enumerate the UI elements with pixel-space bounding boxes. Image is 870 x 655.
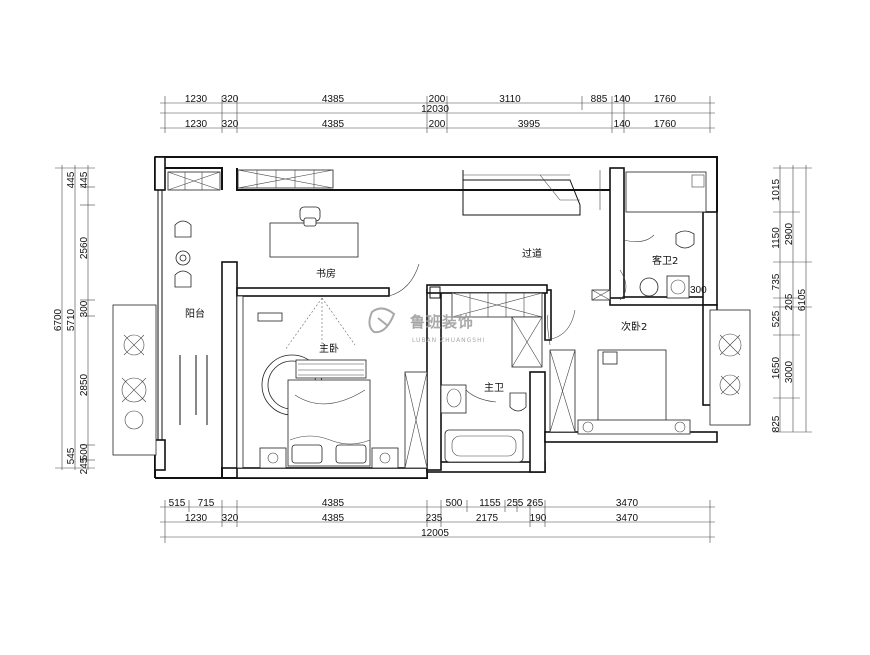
guest-toilet — [675, 230, 695, 249]
label-master-bed: 主卧 — [319, 342, 339, 355]
bot2-dim-1: 1230 — [185, 513, 208, 524]
label-study: 书房 — [316, 267, 336, 280]
watermark-brand: 鲁班装饰 — [410, 313, 474, 331]
lounge-chair-1 — [174, 220, 192, 238]
nightstand-right — [371, 447, 399, 469]
bottom-dimensions: 515 715 4385 500 1155 255 265 3470 1230 … — [160, 498, 715, 543]
bench — [295, 359, 367, 379]
left-500: 500 — [79, 443, 90, 460]
right-planter — [709, 309, 751, 426]
right-1150: 1150 — [771, 227, 782, 249]
right-1650: 1650 — [771, 356, 782, 379]
bot2-dim-4: 235 — [426, 513, 443, 524]
lounge-chair-2 — [174, 270, 192, 288]
bot2-dim-2: 320 — [222, 513, 239, 524]
bot-dim-4: 500 — [446, 498, 463, 509]
second-bedroom — [547, 314, 691, 435]
dresser — [257, 312, 283, 322]
left-445b: 445 — [79, 171, 90, 188]
top-dim-2: 320 — [222, 94, 239, 105]
bot-dim-3: 4385 — [322, 498, 345, 509]
brand-logo-icon — [368, 307, 396, 334]
left-300: 300 — [79, 300, 90, 317]
right-3000: 3000 — [784, 360, 795, 383]
left-planter — [112, 304, 157, 456]
right-1015: 1015 — [771, 178, 782, 201]
top-dim-7: 140 — [614, 94, 631, 105]
label-second-bed: 次卧2 — [621, 320, 647, 333]
guest-bath — [591, 171, 707, 301]
washer — [666, 275, 690, 299]
right-205: 205 — [784, 293, 795, 310]
top-dim-1: 1230 — [185, 94, 208, 105]
top-dimensions: 1230 320 4385 200 3110 885 140 1760 1203… — [160, 94, 715, 133]
master-toilet — [509, 392, 527, 412]
top2-dim-5: 3995 — [518, 119, 541, 130]
guest-basin — [639, 277, 659, 297]
right-525: 525 — [771, 310, 782, 327]
top-dim-5: 3110 — [499, 94, 521, 105]
right-dimensions: 1015 1150 735 525 1650 825 2900 205 3000… — [771, 165, 812, 432]
label-corridor: 过道 — [522, 247, 542, 260]
shower — [625, 171, 707, 213]
bot-dim-5: 1155 — [479, 498, 501, 509]
left-445a: 445 — [66, 171, 77, 188]
top2-dim-3: 4385 — [322, 119, 345, 130]
left-245: 245 — [79, 457, 90, 474]
left-dimensions: 6700 5710 445 445 2560 300 2850 545 500 … — [53, 165, 95, 474]
top2-dim-2: 320 — [222, 119, 239, 130]
wardrobe-line — [236, 295, 244, 469]
bot-dim-6: 255 — [507, 498, 524, 509]
bot-dim-1: 515 — [169, 498, 186, 509]
bot2-dim-3: 4385 — [322, 513, 345, 524]
top-total: 12030 — [421, 104, 449, 115]
label-guest-bath: 客卫2 — [652, 254, 678, 267]
room-labels: 书房 过道 客卫2 阳台 主卧 主卫 次卧2 300 — [185, 247, 707, 394]
top-dim-4: 200 — [429, 94, 446, 105]
master-bath — [440, 384, 527, 463]
bottom-total: 12005 — [421, 528, 449, 539]
master-bedroom — [236, 295, 428, 469]
top2-dim-7: 1760 — [654, 119, 677, 130]
corridor-cabinets — [429, 286, 576, 368]
bot-dim-2: 715 — [198, 498, 215, 509]
watermark-sub: LUBAN ZHUANGSHI — [412, 337, 485, 344]
washbasin — [440, 384, 467, 414]
top2-dim-4: 200 — [429, 119, 446, 130]
top-dim-3: 4385 — [322, 94, 345, 105]
bot2-dim-7: 3470 — [616, 513, 639, 524]
left-2560: 2560 — [79, 236, 90, 259]
bot2-dim-6: 190 — [530, 513, 547, 524]
bathtub — [444, 429, 524, 463]
right-6105: 6105 — [797, 288, 808, 311]
bot-dim-8: 3470 — [616, 498, 639, 509]
left-outer: 6700 — [53, 308, 64, 331]
right-825: 825 — [771, 415, 782, 432]
watermark: 鲁班装饰 LUBAN ZHUANGSHI — [368, 307, 485, 344]
left-545: 545 — [66, 447, 77, 464]
label-300: 300 — [690, 285, 707, 296]
top2-dim-1: 1230 — [185, 119, 208, 130]
bot-dim-7: 265 — [527, 498, 544, 509]
study — [237, 169, 601, 297]
left-2850: 2850 — [79, 373, 90, 396]
nightstand-left — [259, 447, 287, 469]
sofa — [577, 419, 691, 435]
pillow-right — [335, 444, 367, 464]
top-dim-8: 1760 — [654, 94, 677, 105]
desk — [269, 222, 359, 258]
label-master-bath: 主卫 — [484, 382, 504, 394]
balcony — [112, 171, 221, 456]
pillow-left — [291, 444, 323, 464]
label-balcony: 阳台 — [185, 307, 205, 320]
right-735: 735 — [771, 273, 782, 290]
top-dim-6: 885 — [591, 94, 608, 105]
top2-dim-6: 140 — [614, 119, 631, 130]
right-2900: 2900 — [784, 222, 795, 245]
bot2-dim-5: 2175 — [476, 513, 499, 524]
left-mid: 5710 — [66, 308, 77, 331]
